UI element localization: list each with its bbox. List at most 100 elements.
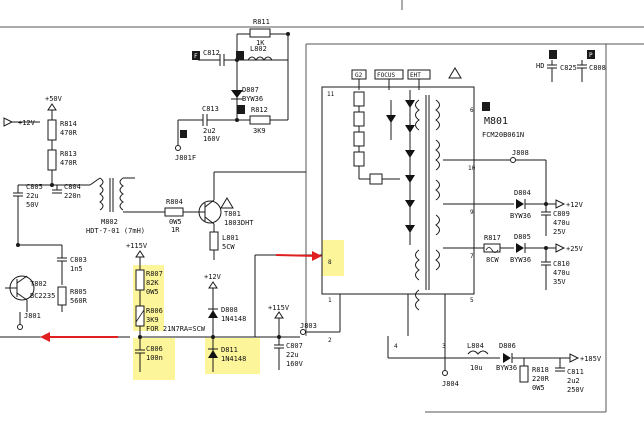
c805-v1: 22u [26,192,39,200]
c809-v1: 470u [553,219,570,227]
l802-label: L802 [250,45,267,53]
d805-label: D805 [514,233,531,241]
r812 [249,115,271,125]
p12v-mid-label: +12V [204,273,222,281]
r818-v2: 0W5 [532,384,545,392]
t801-label: T801 [224,210,241,218]
badge-p-text: P [589,52,593,59]
r811-label: R811 [253,18,270,26]
p50v-label: +50V [45,95,63,103]
d807 [231,90,243,98]
j801-label: J801 [24,312,41,320]
c811-label: C811 [567,368,584,376]
note-for: FOR 21N7RA=SCW [146,325,206,333]
d811-label: D811 [221,346,238,354]
d811 [208,350,218,358]
r813 [47,149,57,171]
highlight-pin8 [322,240,344,276]
l804 [467,350,489,355]
eht-label: EHT [410,72,421,79]
p25v-label: +25V [566,245,584,253]
c809-label: C809 [553,210,570,218]
d808-label: D808 [221,306,238,314]
r807 [135,269,145,291]
m801-windings [415,95,440,311]
c804-value: 220n [64,192,81,200]
c805-label: C805 [26,183,43,191]
r811 [249,28,271,38]
p115v-a-label: +115V [126,242,148,250]
pin-5: 5 [470,297,474,304]
t802-value: BC2235 [30,292,55,300]
hd-label: HD [536,62,544,70]
l801-value: 5CW [222,243,235,251]
pin-7: 7 [470,253,474,260]
r805-label: R805 [70,288,87,296]
d805 [516,243,524,253]
c805-v2: 50V [26,201,39,209]
r804-v2: 1R [171,226,180,234]
pin-4: 4 [394,343,398,350]
pin-3: 3 [442,343,446,350]
d806-value: BYW36 [496,364,517,372]
r818-v1: 220R [532,375,550,383]
p12v-left-label: +12V [18,119,36,127]
pin-2: 2 [328,337,332,344]
c813-label: C813 [202,105,219,113]
c808-label: C808 [589,64,606,72]
m801-outline [321,86,475,295]
r814 [47,119,57,141]
p185v-label: +185V [580,355,602,363]
r818 [519,365,529,383]
j808-label: J808 [512,149,529,157]
c813-v2: 160V [203,135,221,143]
r804-v1: 0W5 [169,218,182,226]
pin-9: 9 [470,209,474,216]
m801-value: FCM20B061N [482,131,524,139]
focus-label: FOCUS [377,72,395,79]
m801-badge [482,102,490,111]
c810-v1: 470u [553,269,570,277]
c806-value: 100n [146,354,163,362]
l804-value: 10u [470,364,483,372]
r818-label: R818 [532,366,549,374]
t801-value: 1803DHT [224,219,254,227]
r804-label: R804 [166,198,183,206]
r814-value: 470R [60,129,78,137]
r807-v1: 82K [146,279,159,287]
badge-f-text: F [194,53,198,60]
r807-label: R807 [146,270,163,278]
m802-value: HDT-7-01 (7mH) [86,227,145,235]
c807-label: C807 [286,342,303,350]
m801-label: M801 [484,116,508,127]
r812-label: R812 [251,106,268,114]
d807-value: BYW36 [242,95,263,103]
r806-label: R806 [146,307,163,315]
red-arrow-to-pin8 [275,254,319,257]
p12v-right-label: +12V [566,201,584,209]
r814-label: R814 [60,120,77,128]
r813-label: R813 [60,150,77,158]
d811-value: 1N4148 [221,355,246,363]
pin-6: 6 [470,107,474,114]
m802-primary [99,177,104,211]
m802-label: M802 [101,218,118,226]
r812-value: 3K9 [253,127,266,135]
r811-value: 1K [256,39,265,47]
d805-value: BYW36 [510,256,531,264]
d808 [208,310,218,318]
j804-label: J804 [442,380,459,388]
r817-value: 8CW [486,256,499,264]
pin-10: 10 [468,165,476,172]
l802 [247,56,273,61]
d806-label: D806 [499,342,516,350]
pin-1: 1 [328,297,332,304]
c811-v1: 2u2 [567,377,580,385]
t801 [198,200,222,224]
pin-11: 11 [327,91,335,98]
c804-label: C804 [64,183,81,191]
c806-label: C806 [146,345,163,353]
c810-label: C810 [553,260,570,268]
r804 [164,207,184,217]
